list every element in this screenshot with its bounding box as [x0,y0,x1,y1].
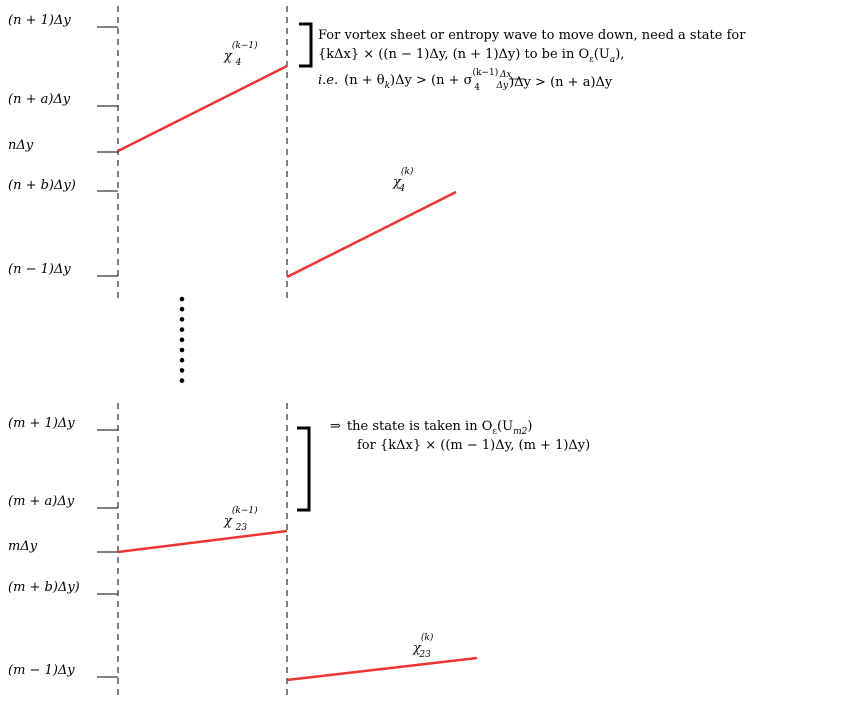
label-m-plus-a: (m + a)Δy [8,494,75,509]
chi23-prev-segment [117,529,288,554]
ellipsis-dot [179,357,185,363]
label-n-plus-b: (n + b)Δy) [8,178,76,193]
upper-note-line2: {kΔx} × ((n − 1)Δy, (n + 1)Δy) to be in … [318,47,624,65]
ellipsis-dot [179,296,185,302]
chi4-curr-sub: 4 [398,184,405,194]
lower-note-line1-sub: ε [492,427,497,437]
upper-note-line3-sigma-sub: 4 [474,83,480,93]
lower-note-arrow: ⇒ [330,419,341,434]
ellipsis-dot [179,347,185,353]
lower-note-line1-tail: (U [497,419,513,434]
chi4-prev-sub: 4 [235,58,242,68]
ellipsis-dot [179,368,185,373]
lower-section: (m + 1)Δy (m + a)Δy mΔy (m + b)Δy) (m − … [8,403,590,700]
chi4-prev-sup: (k−1) [232,40,258,51]
chi23-curr-label: χ(k) 23 [412,632,434,660]
vertical-ellipsis [179,296,185,383]
chi4-curr-sup: (k) [401,166,414,177]
chi23-prev-label: χ(k−1) 23 [223,505,258,533]
upper-note-line2-sub: ε [589,55,594,65]
lower-note-line2: for {kΔx} × ((m − 1)Δy, (m + 1)Δy) [357,438,590,453]
upper-note-line3-ie: i.e. [318,73,338,88]
chi23-prev-sub: 23 [235,523,248,533]
upper-note-line2-tail-sub: a [610,55,615,65]
label-n-plus-1: (n + 1)Δy [8,13,71,28]
lower-note-line1-end: ) [527,419,532,434]
label-n-minus-1: (n − 1)Δy [8,262,71,277]
upper-note-line3-sigma-sup: (k−1) [472,67,498,78]
chi23-curr-sub: 23 [418,650,431,660]
label-m-minus-1: (m − 1)Δy [8,663,75,678]
chi23-curr-base: χ [412,641,422,656]
lower-bracket [297,426,311,512]
chi4-prev-base: χ [223,49,233,64]
chi23-prev-base: χ [223,514,233,529]
ellipsis-dot [179,306,185,312]
chi4-curr-segment [286,190,457,279]
upper-note-line3-a: (n + θ [344,73,385,88]
chi23-prev-sup: (k−1) [232,505,258,516]
label-m-plus-1: (m + 1)Δy [8,416,75,431]
lower-note-line1: ⇒ the state is taken in Oε(Um2) [330,419,532,437]
upper-note-line3-frac-den: Δy [496,81,509,91]
chi4-prev-label: χ(k−1) 4 [223,40,258,68]
chi4-curr-label: χ(k) 4 [392,166,414,194]
label-m-plus-b: (m + b)Δy) [8,580,80,595]
label-n-plus-a: (n + a)Δy [8,92,71,107]
chi23-curr-segment [286,656,478,682]
ellipsis-dot [179,378,185,383]
upper-note-line1: For vortex sheet or entropy wave to move… [318,28,746,43]
upper-note-line2-tail: (U [594,47,610,62]
upper-note-line3-frac-num: Δx [499,70,512,80]
label-m: mΔy [8,539,38,554]
chi23-curr-sup: (k) [421,632,434,643]
chi4-curr-base: χ [392,175,402,190]
lower-note-line1-main: the state is taken in O [347,419,492,434]
label-n: nΔy [8,138,34,153]
ellipsis-dot [179,337,185,343]
upper-note-line3-c: )Δy > (n + a)Δy [509,75,613,90]
upper-section: (n + 1)Δy (n + a)Δy nΔy (n + b)Δy) (n − … [8,6,746,300]
upper-note-line3-a-sub: k [385,81,390,91]
upper-bracket [299,22,313,68]
lower-note-line1-tail-sub: m2 [513,427,528,437]
upper-note-line3-b: )Δy > (n + σ [390,73,473,88]
ellipsis-dot [179,327,185,332]
chi4-prev-segment [117,64,288,153]
upper-note-line2-main: {kΔx} × ((n − 1)Δy, (n + 1)Δy) to be in … [318,47,589,62]
ellipsis-dot [179,317,185,322]
upper-note-line2-end: ), [615,47,624,62]
